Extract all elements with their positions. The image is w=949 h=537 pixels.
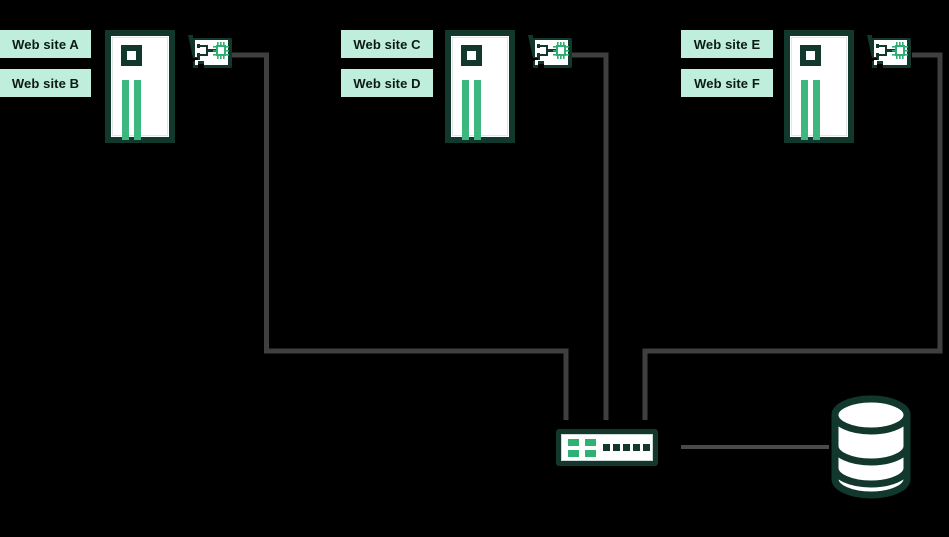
server-drive-bar — [122, 80, 129, 140]
switch-port — [603, 444, 610, 451]
server-drive-bar — [474, 80, 481, 140]
server-drive-bar — [462, 80, 469, 140]
network-card-icon[interactable] — [526, 34, 574, 72]
switch-status-light — [585, 450, 596, 457]
label-web-site-a[interactable]: Web site A — [0, 30, 91, 58]
network-switch-icon[interactable] — [556, 429, 658, 466]
server-drive-bar — [134, 80, 141, 140]
server-power-led — [461, 45, 482, 66]
label-web-site-c[interactable]: Web site C — [341, 30, 433, 58]
switch-status-light — [568, 439, 579, 446]
server-body — [452, 37, 508, 140]
server-drive-bar — [813, 80, 820, 140]
switch-port — [623, 444, 630, 451]
label-web-site-e[interactable]: Web site E — [681, 30, 773, 58]
label-web-site-b[interactable]: Web site B — [0, 69, 91, 97]
connector-nic1-switch — [232, 52, 569, 420]
network-card-glyph — [188, 35, 232, 68]
server-power-led — [121, 45, 142, 66]
network-card-icon[interactable] — [865, 34, 913, 72]
server-icon[interactable] — [105, 30, 175, 143]
label-web-site-d[interactable]: Web site D — [341, 69, 433, 97]
switch-status-light — [585, 439, 596, 446]
network-card-glyph — [528, 35, 572, 68]
server-drive-bar — [801, 80, 808, 140]
switch-status-light — [568, 450, 579, 457]
server-body — [112, 37, 168, 140]
database-glyph — [831, 395, 911, 499]
connector-nic3-switch — [642, 52, 943, 420]
switch-port — [613, 444, 620, 451]
server-power-led — [800, 45, 821, 66]
server-icon[interactable] — [784, 30, 854, 143]
connector-nic2-switch — [572, 52, 609, 420]
server-body — [791, 37, 847, 140]
switch-port — [633, 444, 640, 451]
database-icon[interactable] — [829, 395, 913, 499]
network-card-glyph — [867, 35, 911, 68]
server-icon[interactable] — [445, 30, 515, 143]
switch-port — [643, 444, 650, 451]
switch-faceplate — [561, 434, 653, 461]
label-web-site-f[interactable]: Web site F — [681, 69, 773, 97]
network-card-icon[interactable] — [186, 34, 234, 72]
